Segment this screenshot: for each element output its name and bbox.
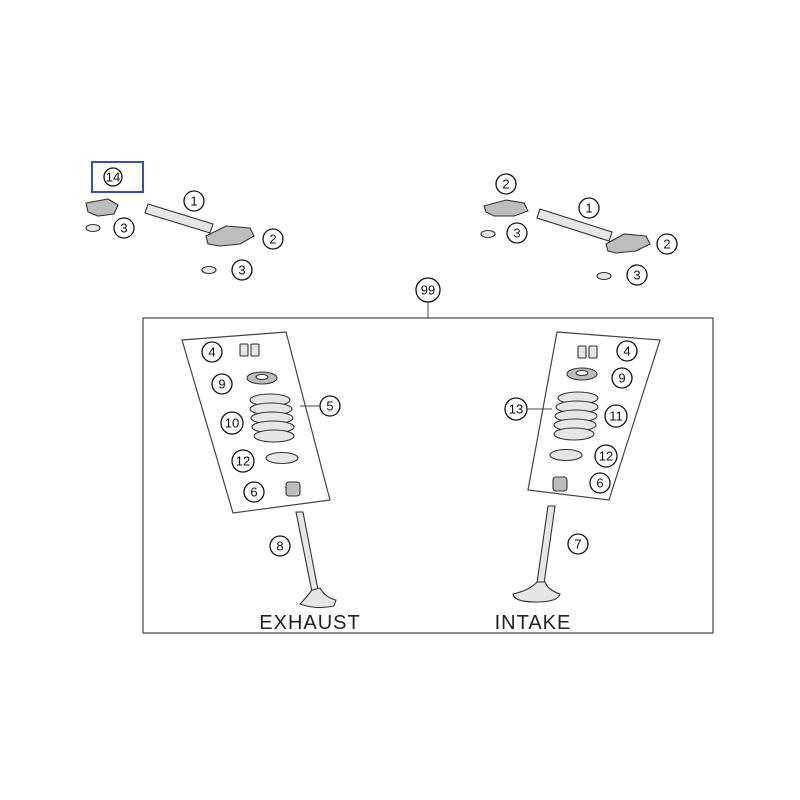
rocker-arm-left-2[interactable] bbox=[205, 225, 255, 247]
callout-9-intake-text: 9 bbox=[618, 371, 625, 386]
callout-3-left-a[interactable]: 3 bbox=[113, 217, 135, 239]
exhaust-parts bbox=[239, 343, 301, 497]
callout-12-intake[interactable]: 12 bbox=[594, 444, 618, 468]
callout-2-right-b[interactable]: 2 bbox=[656, 233, 678, 255]
callout-99[interactable]: 99 bbox=[415, 277, 441, 303]
valve-stem-seal-exhaust[interactable] bbox=[285, 481, 301, 497]
rocker-shaft-right[interactable] bbox=[536, 208, 613, 242]
callout-2-left-text: 2 bbox=[269, 232, 276, 247]
callout-1-right[interactable]: 1 bbox=[578, 197, 600, 219]
callout-6-exhaust[interactable]: 6 bbox=[243, 481, 265, 503]
callout-3-right-b-text: 3 bbox=[633, 268, 640, 283]
rocker-arm-exhaust-left[interactable] bbox=[85, 198, 119, 217]
callout-1-left-text: 1 bbox=[190, 194, 197, 209]
washer-left-b[interactable] bbox=[201, 265, 217, 275]
callout-3-left-a-text: 3 bbox=[120, 221, 127, 236]
valve-stem-seal-intake[interactable] bbox=[552, 476, 568, 492]
valve-keeper-exhaust-b[interactable] bbox=[250, 343, 260, 357]
right-rocker-group bbox=[480, 199, 651, 281]
callout-3-left-b[interactable]: 3 bbox=[231, 259, 253, 281]
valve-keeper-exhaust-a[interactable] bbox=[239, 343, 249, 357]
callout-12-exhaust-text: 12 bbox=[236, 454, 250, 469]
rocker-shaft-left[interactable] bbox=[144, 203, 214, 234]
intake-label: INTAKE bbox=[495, 612, 572, 634]
exhaust-valve[interactable] bbox=[295, 511, 337, 609]
callout-8-text: 8 bbox=[276, 539, 283, 554]
callout-6-exhaust-text: 6 bbox=[250, 485, 257, 500]
callout-5[interactable]: 5 bbox=[319, 395, 341, 417]
rocker-arm-intake-right-top[interactable] bbox=[483, 199, 529, 217]
intake-valve[interactable] bbox=[512, 505, 561, 603]
callout-4-exhaust[interactable]: 4 bbox=[201, 341, 223, 363]
callout-6-intake[interactable]: 6 bbox=[589, 472, 611, 494]
callout-3-right-a-text: 3 bbox=[513, 226, 520, 241]
callout-1-left[interactable]: 1 bbox=[183, 190, 205, 212]
washer-right-a[interactable] bbox=[480, 229, 496, 239]
intake-kit-panel bbox=[527, 331, 661, 501]
spring-retainer-intake-inner bbox=[575, 370, 589, 376]
callout-9-exhaust[interactable]: 9 bbox=[211, 373, 233, 395]
callout-7-text: 7 bbox=[574, 537, 581, 552]
rocker-arm-right-2[interactable] bbox=[605, 233, 651, 254]
washer-left-a[interactable] bbox=[85, 223, 101, 233]
callout-13-text: 13 bbox=[509, 402, 523, 417]
callout-4-intake-text: 4 bbox=[623, 344, 630, 359]
exhaust-label: EXHAUST bbox=[259, 612, 360, 634]
callout-12-exhaust[interactable]: 12 bbox=[231, 449, 255, 473]
callout-6-intake-text: 6 bbox=[596, 476, 603, 491]
spring-retainer-exhaust-inner bbox=[255, 374, 269, 380]
callout-9-exhaust-text: 9 bbox=[218, 377, 225, 392]
callout-4-intake[interactable]: 4 bbox=[616, 340, 638, 362]
callout-2-right-top[interactable]: 2 bbox=[495, 173, 517, 195]
callout-11[interactable]: 11 bbox=[604, 404, 628, 428]
callout-5-text: 5 bbox=[326, 399, 333, 414]
valve-keeper-intake-b[interactable] bbox=[588, 345, 598, 359]
callout-8[interactable]: 8 bbox=[269, 535, 291, 557]
callout-14-text: 14 bbox=[106, 170, 120, 185]
valve-spring-intake[interactable] bbox=[553, 391, 599, 441]
valve-spring-exhaust[interactable] bbox=[249, 393, 295, 443]
valve-assembly-frame bbox=[142, 317, 714, 634]
callout-10[interactable]: 10 bbox=[220, 411, 244, 435]
callout-14-highlight-box[interactable] bbox=[91, 161, 144, 193]
left-rocker-group bbox=[85, 198, 255, 275]
callout-12-intake-text: 12 bbox=[599, 449, 613, 464]
callout-2-left[interactable]: 2 bbox=[262, 228, 284, 250]
callout-10-text: 10 bbox=[225, 416, 239, 431]
callout-9-intake[interactable]: 9 bbox=[611, 367, 633, 389]
spring-seat-intake[interactable] bbox=[549, 448, 583, 462]
callout-2-right-b-text: 2 bbox=[663, 237, 670, 252]
callout-3-right-b[interactable]: 3 bbox=[626, 264, 648, 286]
intake-parts bbox=[549, 345, 599, 492]
spring-seat-exhaust[interactable] bbox=[265, 451, 299, 465]
callout-99-text: 99 bbox=[421, 283, 435, 298]
callout-1-right-text: 1 bbox=[585, 201, 592, 216]
callout-11-text: 11 bbox=[609, 409, 623, 424]
callout-4-exhaust-text: 4 bbox=[208, 345, 215, 360]
callout-3-left-b-text: 3 bbox=[238, 263, 245, 278]
callout-7[interactable]: 7 bbox=[567, 533, 589, 555]
washer-right-b[interactable] bbox=[596, 271, 612, 281]
callout-2-right-top-text: 2 bbox=[502, 177, 509, 192]
callout-13[interactable]: 13 bbox=[504, 397, 528, 421]
valve-keeper-intake-a[interactable] bbox=[577, 345, 587, 359]
callout-3-right-a[interactable]: 3 bbox=[506, 222, 528, 244]
callout-14[interactable]: 14 bbox=[103, 167, 123, 187]
exhaust-kit-panel bbox=[181, 331, 331, 514]
